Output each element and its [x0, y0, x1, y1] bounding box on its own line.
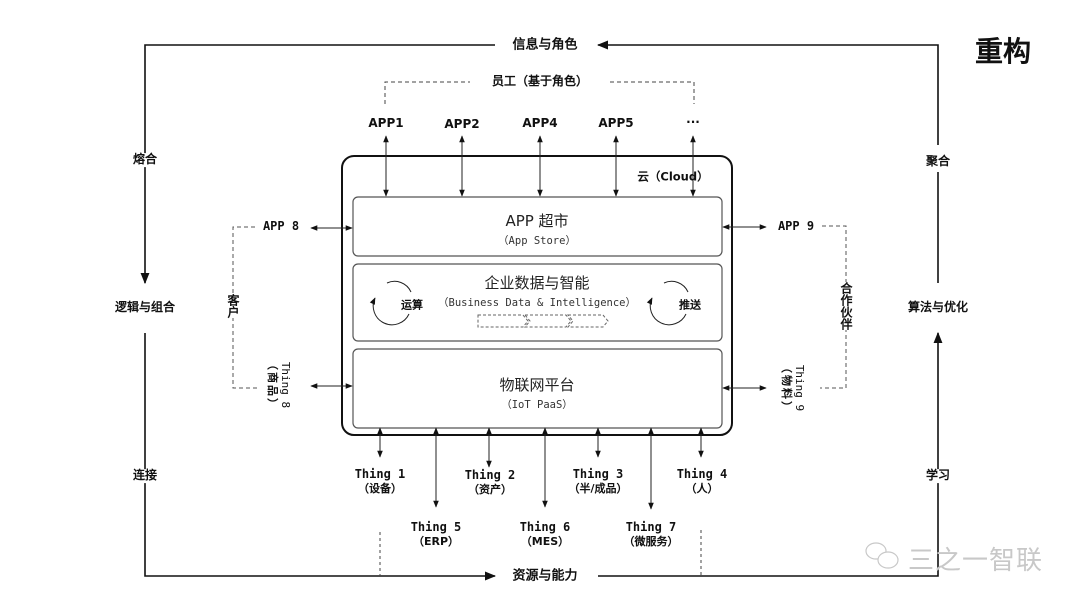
push-label: 推送	[679, 298, 701, 312]
thing-name: Thing 2	[464, 468, 516, 482]
thing-name: Thing 6	[519, 520, 571, 534]
thing-arrows	[377, 427, 704, 510]
thing-name: Thing 1	[354, 467, 406, 481]
side-arrows	[310, 224, 767, 391]
thing-8-node[interactable]: Thing 8 （商品）	[266, 359, 292, 411]
thing-sub: （ERP）	[412, 535, 460, 549]
app-store-layer[interactable]	[352, 196, 723, 257]
app-node[interactable]: APP2	[444, 117, 480, 132]
app-store-title: APP 超市 （App Store）	[498, 210, 576, 248]
data-intelligence-layer[interactable]	[352, 263, 723, 342]
employee-bracket	[384, 81, 695, 104]
app-store-subtitle: （App Store）	[498, 235, 576, 247]
thing-name: Thing 7	[625, 520, 677, 534]
thing-name: Thing 5	[410, 520, 462, 534]
data-flow-arrows	[477, 314, 609, 328]
thing-sub: （资产）	[467, 483, 512, 497]
thing-node[interactable]: Thing 3 （半/成品）	[568, 466, 627, 497]
thing-8-name: Thing 8	[279, 361, 293, 409]
app-node-more[interactable]: ···	[686, 115, 700, 130]
thing-node[interactable]: Thing 6 （MES）	[520, 519, 571, 550]
thing-9-node[interactable]: Thing 9 （物料）	[780, 362, 806, 414]
label-aggregation: 聚合	[923, 154, 953, 169]
app-8-node[interactable]: APP 8	[260, 219, 302, 234]
outer-cycle	[140, 40, 943, 581]
customer-bracket	[232, 226, 258, 389]
iot-paas-title: 物联网平台 （IoT PaaS）	[499, 374, 574, 412]
customer-label: 客户	[226, 294, 240, 318]
app-node[interactable]: APP1	[368, 116, 404, 131]
thing-node[interactable]: Thing 5 （ERP）	[411, 519, 462, 550]
thing-sub: （微服务）	[623, 535, 679, 549]
cloud-label: 云（Cloud）	[637, 169, 709, 184]
thing-name: Thing 3	[572, 467, 624, 481]
data-intelligence-name: 企业数据与智能	[484, 274, 590, 292]
watermark-text: 三之一智联	[908, 546, 1044, 576]
page-title: 重构	[975, 35, 1032, 68]
thing-sub: （人）	[685, 482, 719, 496]
thing-9-name: Thing 9	[793, 364, 807, 412]
label-connection: 连接	[130, 468, 160, 483]
thing-node[interactable]: Thing 1 （设备）	[355, 466, 406, 497]
app-store-name: APP 超市	[505, 212, 569, 230]
app-node[interactable]: APP4	[522, 116, 558, 131]
compute-label: 运算	[401, 298, 423, 312]
iot-paas-name: 物联网平台	[499, 376, 575, 394]
thing-9-sub: （物料）	[780, 362, 793, 414]
cycle-right-lower-line	[598, 331, 943, 577]
cycle-left-lower-line	[144, 333, 497, 581]
thing-sub: （设备）	[357, 482, 402, 496]
cloud-container	[341, 155, 733, 436]
thing-8-sub: （商品）	[266, 359, 279, 411]
app-9-node[interactable]: APP 9	[775, 219, 817, 234]
wechat-icon	[865, 542, 899, 569]
label-learning: 学习	[923, 468, 953, 483]
label-info-roles: 信息与角色	[510, 37, 580, 54]
data-intelligence-title: 企业数据与智能 （Business Data & Intelligence）	[438, 272, 636, 310]
resource-dashes	[379, 530, 702, 576]
cycle-top-right-line	[596, 40, 939, 145]
partner-label: 合作伙伴	[839, 282, 853, 330]
label-fusion: 熔合	[130, 152, 160, 167]
thing-name: Thing 4	[676, 467, 728, 481]
thing-node[interactable]: Thing 4 （人）	[677, 466, 728, 497]
thing-node[interactable]: Thing 2 （资产）	[465, 467, 516, 498]
data-intelligence-subtitle: （Business Data & Intelligence）	[437, 297, 637, 309]
label-logic-composition: 逻辑与组合	[112, 300, 178, 315]
cycle-top-left-line	[140, 44, 495, 285]
app-node[interactable]: APP5	[598, 116, 634, 131]
thing-node[interactable]: Thing 7 （微服务）	[624, 519, 679, 550]
push-cycle-icon	[646, 280, 689, 326]
app-arrows	[383, 135, 696, 197]
compute-cycle-icon	[369, 280, 412, 326]
iot-paas-layer[interactable]	[352, 348, 723, 429]
iot-paas-subtitle: （IoT PaaS）	[501, 399, 573, 411]
thing-sub: （MES）	[520, 535, 570, 549]
label-resources-capabilities: 资源与能力	[510, 568, 580, 585]
label-algorithm-optimization: 算法与优化	[905, 300, 971, 315]
thing-sub: （半/成品）	[568, 482, 628, 496]
label-employees-role-based: 员工（基于角色）	[489, 74, 591, 89]
